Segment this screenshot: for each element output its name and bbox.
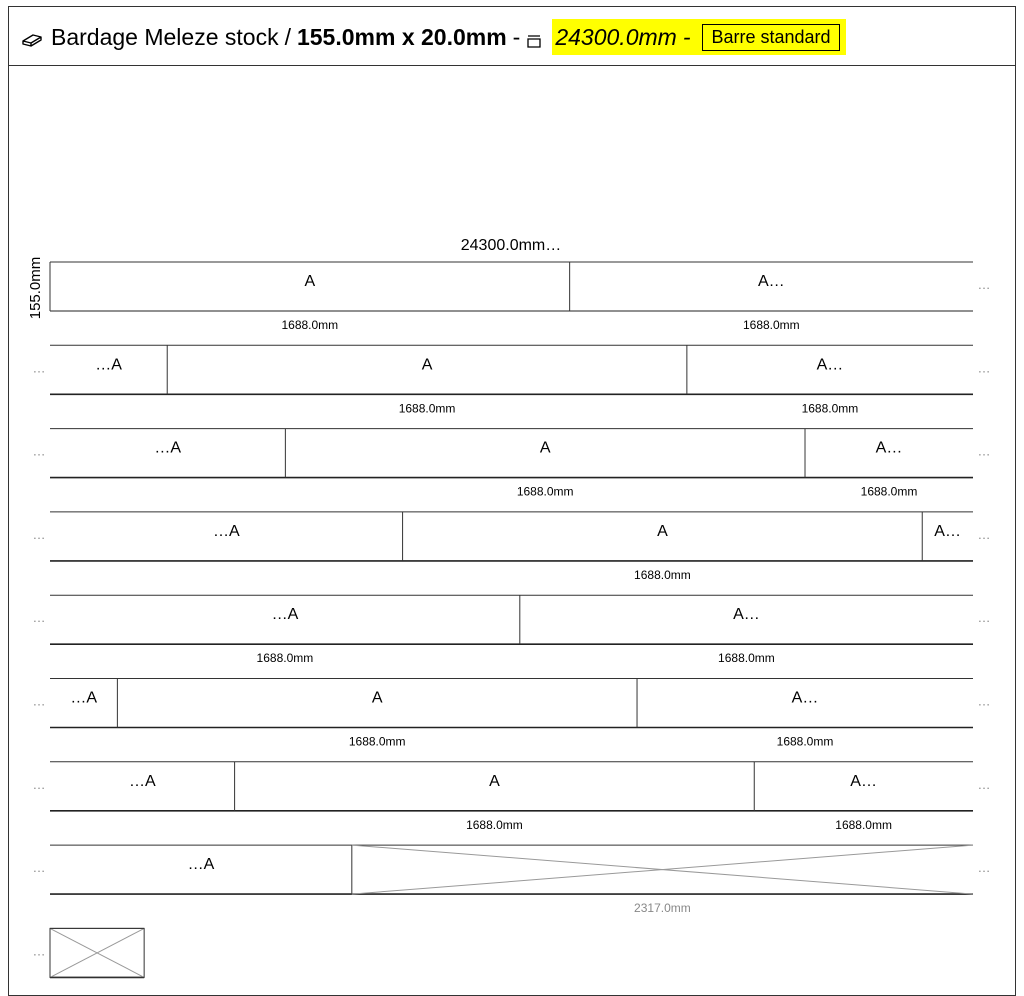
piece-dimension-label: 1688.0mm [743, 318, 800, 332]
piece-label: …A [213, 523, 240, 540]
waste-dimension-label: 2317.0mm [634, 901, 691, 915]
row-left-ellipsis: … [33, 860, 46, 875]
piece-dimension-label: 1688.0mm [399, 401, 456, 415]
length-icon [526, 29, 542, 48]
piece-dimension-label: 1688.0mm [466, 818, 523, 832]
piece-label: A [489, 773, 500, 790]
bar-type-badge[interactable]: Barre standard [702, 23, 840, 51]
header-separator: / [284, 23, 291, 50]
width-label: 155.0mm [27, 257, 44, 320]
piece-label: A… [817, 356, 844, 373]
piece-dimension-label: 1688.0mm [718, 651, 775, 665]
piece-dimension-label: 1688.0mm [281, 318, 338, 332]
piece-label: A… [850, 773, 877, 790]
row-left-ellipsis: … [33, 694, 46, 709]
piece-label: …A [188, 856, 215, 873]
row-left-ellipsis: … [33, 943, 46, 958]
row-right-ellipsis: … [978, 360, 991, 375]
waste-piece [49, 927, 145, 978]
piece-dimension-label: 1688.0mm [517, 485, 574, 499]
piece-dimension-label: 1688.0mm [835, 818, 892, 832]
piece-dimension-label: 1688.0mm [349, 735, 406, 749]
piece-label: A [372, 690, 383, 707]
piece-dimension-label: 1688.0mm [861, 485, 918, 499]
row-left-ellipsis: … [33, 527, 46, 542]
row-right-ellipsis: … [978, 694, 991, 709]
row-right-ellipsis: … [978, 527, 991, 542]
piece-label: …A [129, 773, 156, 790]
piece-dimension-label: 1688.0mm [802, 401, 859, 415]
material-name: Bardage Meleze stock [51, 23, 279, 50]
row-right-ellipsis: … [978, 277, 991, 292]
length-highlight: 24300.0mm - Barre standard [552, 19, 846, 55]
row-left-ellipsis: … [33, 360, 46, 375]
board-icon [21, 28, 43, 47]
header-dash-2: - [682, 23, 691, 50]
piece-label: A… [876, 440, 903, 457]
row-left-ellipsis: … [33, 444, 46, 459]
piece-dimension-label: 1688.0mm [777, 735, 834, 749]
piece-label: …A [70, 690, 97, 707]
row-right-ellipsis: … [978, 860, 991, 875]
row-right-ellipsis: … [978, 777, 991, 792]
piece-label: A [422, 356, 433, 373]
piece-dimension-label: 1688.0mm [634, 568, 691, 582]
piece-label: A [304, 273, 315, 290]
row-left-ellipsis: … [33, 777, 46, 792]
piece-label: A… [758, 273, 785, 290]
row-right-ellipsis: … [978, 610, 991, 625]
piece-label: A… [733, 606, 760, 623]
header-dash: - [512, 23, 521, 50]
header-row: Bardage Meleze stock / 155.0mm x 20.0mm … [21, 19, 846, 55]
piece-label: A… [934, 523, 961, 540]
waste-cross-line [49, 927, 145, 978]
waste-cross-line [351, 844, 974, 895]
total-length-label: 24300.0mm… [461, 237, 562, 254]
stock-length: 24300.0mm [555, 23, 677, 50]
piece-label: …A [154, 440, 181, 457]
piece-label: A [540, 440, 551, 457]
row-right-ellipsis: … [978, 444, 991, 459]
piece-label: A [657, 523, 668, 540]
piece-dimension-label: 1688.0mm [257, 651, 314, 665]
piece-label: A… [792, 690, 819, 707]
header-bar: Bardage Meleze stock / 155.0mm x 20.0mm … [8, 6, 1016, 66]
piece-label: …A [95, 356, 122, 373]
piece-label: …A [272, 606, 299, 623]
material-dimensions: 155.0mm x 20.0mm [296, 23, 507, 50]
row-left-ellipsis: … [33, 610, 46, 625]
